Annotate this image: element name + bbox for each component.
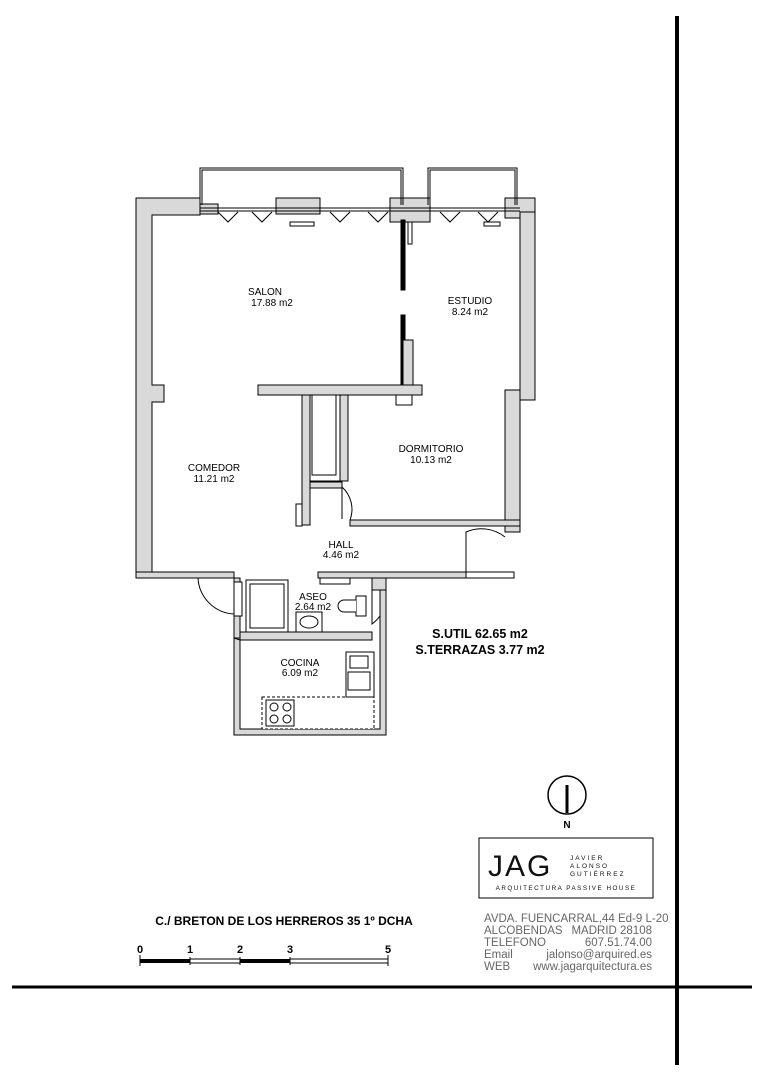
total-util-area: S.UTIL 62.65 m2 xyxy=(432,627,528,641)
logo-box: JAG JAVIER ALONSO GUTIÉRREZ ARQUITECTURA… xyxy=(478,837,654,899)
room-name: HALL xyxy=(328,540,353,551)
contact-web: www.jagarquitectura.es xyxy=(532,961,652,973)
scale-tick-label: 5 xyxy=(385,944,391,956)
contact-address-line: AVDA. FUENCARRAL,44 Ed-9 L-20 xyxy=(484,913,669,925)
total-terrace-area: S.TERRAZAS 3.77 m2 xyxy=(415,643,544,657)
room-estudio: ESTUDIO 8.24 m2 xyxy=(448,296,493,318)
logo-name-2: ALONSO xyxy=(570,863,609,870)
north-arrow: N xyxy=(547,775,587,831)
room-area: 8.24 m2 xyxy=(452,307,489,318)
property-address: C./ BRETON DE LOS HERREROS 35 1º DCHA xyxy=(155,914,413,928)
room-hall: HALL 4.46 m2 xyxy=(323,540,360,561)
room-area: 10.13 m2 xyxy=(410,455,452,466)
north-label: N xyxy=(563,820,570,831)
logo-name-1: JAVIER xyxy=(570,855,604,862)
room-salon: SALON 17.88 m2 xyxy=(248,287,293,309)
contact-block: AVDA. FUENCARRAL,44 Ed-9 L-20 ALCOBENDAS… xyxy=(484,913,669,973)
room-aseo: ASEO 2.64 m2 xyxy=(295,592,332,613)
logo-name-3: GUTIÉRREZ xyxy=(570,869,626,878)
contact-web-label: WEB xyxy=(484,961,511,973)
scale-tick-label: 3 xyxy=(287,944,293,956)
room-name: ASEO xyxy=(299,592,327,603)
scale-tick-label: 1 xyxy=(187,944,193,956)
logo-mark: JAG xyxy=(488,850,552,883)
contact-phone-label: TELEFONO xyxy=(484,937,546,949)
contact-city: ALCOBENDAS xyxy=(484,925,563,937)
room-dormitorio: DORMITORIO 10.13 m2 xyxy=(399,444,464,466)
room-area: 11.21 m2 xyxy=(194,474,235,485)
room-name: DORMITORIO xyxy=(399,444,464,455)
contact-postal: MADRID 28108 xyxy=(571,925,652,937)
room-area: 6.09 m2 xyxy=(282,668,319,679)
scale-tick-label: 0 xyxy=(137,944,143,956)
contact-phone: 607.51.74.00 xyxy=(585,937,652,949)
plan-walls xyxy=(135,167,536,736)
logo-tagline: ARQUITECTURA PASSIVE HOUSE xyxy=(496,885,637,892)
room-area: 2.64 m2 xyxy=(295,602,332,613)
scale-tick-label: 2 xyxy=(237,944,243,956)
room-cocina: COCINA 6.09 m2 xyxy=(281,658,320,679)
room-comedor: COMEDOR 11.21 m2 xyxy=(188,463,240,485)
room-name: COMEDOR xyxy=(188,463,240,474)
room-name: ESTUDIO xyxy=(448,296,493,307)
room-area: 4.46 m2 xyxy=(323,550,360,561)
room-name: SALON xyxy=(248,287,282,298)
room-name: COCINA xyxy=(281,658,320,669)
contact-email: jalonso@arquired.es xyxy=(545,949,652,961)
room-area: 17.88 m2 xyxy=(251,298,293,309)
contact-email-label: Email xyxy=(484,949,513,961)
scale-bar: 0 1 2 3 5 xyxy=(137,944,391,966)
